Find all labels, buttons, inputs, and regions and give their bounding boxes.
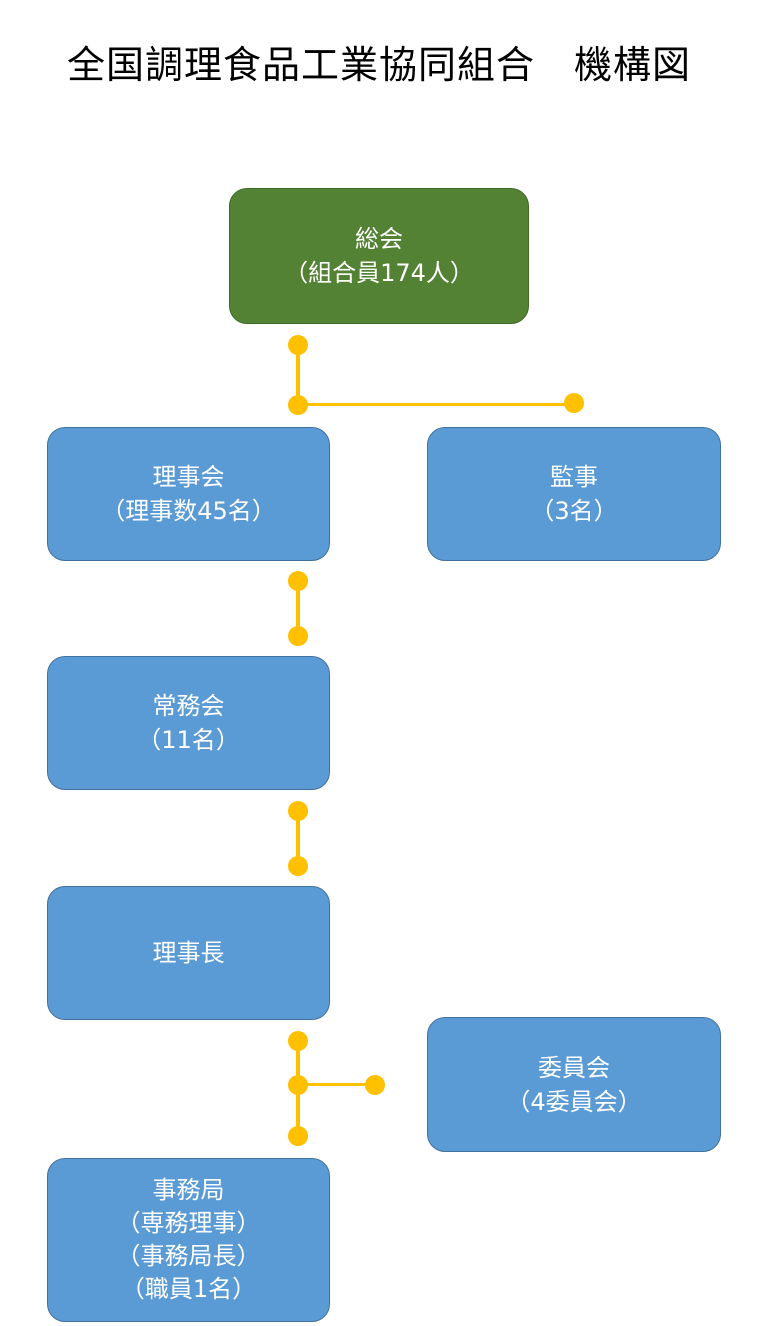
- node-sublabel: （理事数45名）: [101, 497, 276, 525]
- node-sublabel: （11名）: [137, 726, 240, 754]
- connector-line: [296, 811, 300, 866]
- connector-dot: [288, 571, 308, 591]
- node-executive-committee: 常務会 （11名）: [47, 656, 330, 790]
- node-sublabel: （3名）: [530, 497, 618, 525]
- node-general-assembly: 総会 （組合員174人）: [229, 188, 529, 324]
- node-sublabel: （事務局長）: [116, 1242, 261, 1270]
- node-board: 理事会 （理事数45名）: [47, 427, 330, 561]
- connector-line: [298, 403, 574, 406]
- node-committees: 委員会 （4委員会）: [427, 1017, 721, 1152]
- node-label: 理事長: [152, 939, 225, 967]
- node-label: 事務局: [152, 1176, 225, 1204]
- node-label: 理事会: [152, 463, 225, 491]
- node-label: 監事: [550, 463, 598, 491]
- connector-dot: [288, 626, 308, 646]
- node-label: 常務会: [152, 692, 225, 720]
- node-label: 総会: [355, 225, 403, 253]
- connector-dot: [288, 395, 308, 415]
- connector-line: [298, 1083, 375, 1086]
- page-title: 全国調理食品工業協同組合 機構図: [66, 43, 691, 87]
- connector-dot: [288, 335, 308, 355]
- connector-dot: [288, 856, 308, 876]
- connector-line: [296, 345, 300, 405]
- connector-dot: [564, 393, 584, 413]
- node-label: 委員会: [538, 1053, 610, 1082]
- node-sublabel: （専務理事）: [116, 1209, 261, 1237]
- node-sublabel: （職員1名）: [120, 1275, 257, 1303]
- node-chairman: 理事長: [47, 886, 330, 1020]
- connector-dot: [365, 1075, 385, 1095]
- connector-dot: [288, 801, 308, 821]
- node-sublabel: （4委員会）: [506, 1087, 642, 1116]
- connector-dot: [288, 1031, 308, 1051]
- connector-line: [296, 581, 300, 636]
- connector-dot: [288, 1075, 308, 1095]
- node-secretariat: 事務局 （専務理事） （事務局長） （職員1名）: [47, 1158, 330, 1322]
- node-auditors: 監事 （3名）: [427, 427, 721, 561]
- node-sublabel: （組合員174人）: [284, 259, 474, 287]
- connector-dot: [288, 1126, 308, 1146]
